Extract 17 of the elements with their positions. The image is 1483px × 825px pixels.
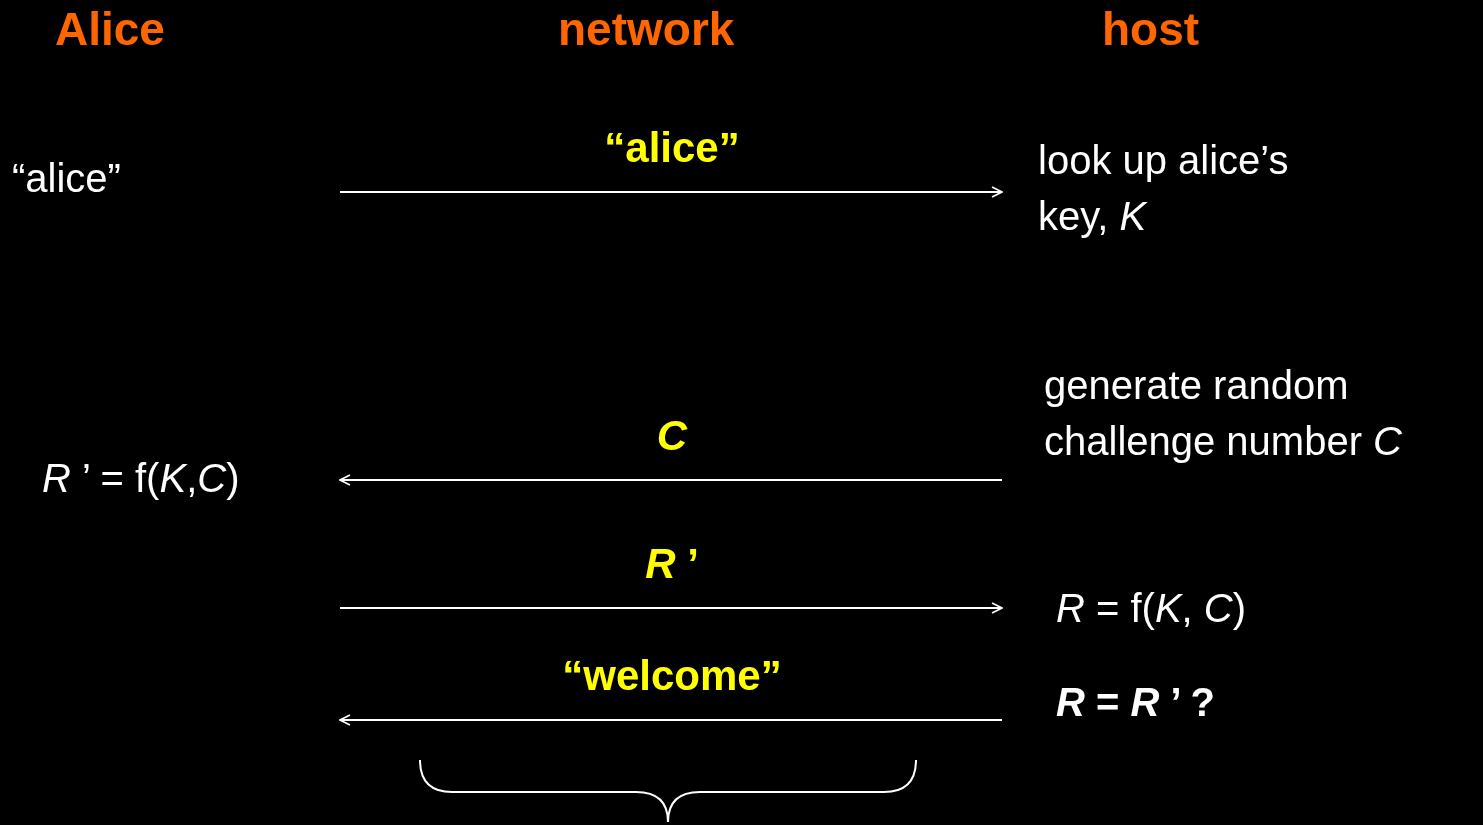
arrow	[339, 474, 1003, 486]
column-heading: Alice	[55, 2, 165, 56]
edge-label: R ’	[645, 540, 699, 588]
column-heading: host	[1102, 2, 1200, 56]
edge-label: C	[656, 412, 688, 460]
step-text: R ’ = f(K,C)	[42, 450, 346, 506]
edge-label: “alice”	[604, 124, 740, 172]
step-text: R = f(K, C)	[1002, 580, 1322, 636]
column-heading: network	[558, 2, 735, 56]
step-text: “alice”	[12, 150, 346, 206]
arrow	[339, 714, 1003, 726]
arrow	[339, 602, 1003, 614]
step-text: generate random challenge number C	[1002, 357, 1480, 469]
edge-label: “welcome”	[562, 652, 782, 700]
step-text: R = R ’ ?	[1002, 674, 1322, 730]
step-text: look up alice’s key, K	[1002, 132, 1352, 244]
arrow	[339, 186, 1003, 198]
